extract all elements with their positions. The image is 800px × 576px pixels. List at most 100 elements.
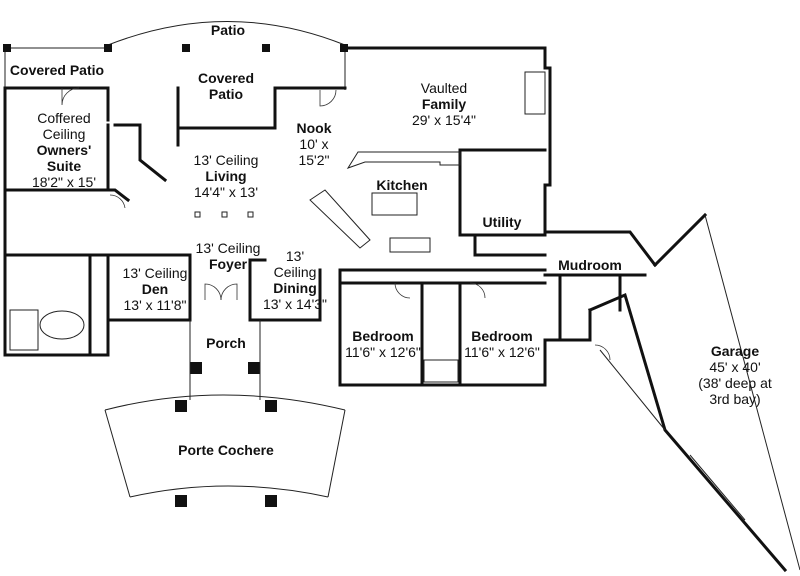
- living-column: [221, 211, 228, 218]
- door-swing: [319, 89, 337, 107]
- door-swing: [469, 282, 486, 299]
- exterior-wall-family: [343, 46, 552, 234]
- interior-wall-owners: [3, 123, 131, 203]
- room-label-porte-cochere: Porte Cochere: [178, 442, 274, 458]
- foyer-ceiling: 13' Ceiling: [195, 240, 261, 256]
- garage-wall-right: [652, 212, 708, 268]
- dining-ceiling-1: 13': [285, 248, 305, 264]
- interior-wall-mudroom: [543, 273, 647, 342]
- room-label-porch: Porch: [206, 335, 246, 351]
- room-label-patio: Patio: [211, 22, 245, 38]
- bedroom-2-size: 11'6" x 12'6": [464, 344, 540, 360]
- room-label-covered-patio-left: Covered Patio: [10, 62, 104, 78]
- column: [104, 44, 112, 52]
- range-counter: [389, 237, 431, 253]
- family-note: Vaulted: [420, 80, 468, 96]
- garage-door-1: [599, 349, 666, 431]
- room-label-living: 13' Ceiling Living 14'4" x 13': [194, 152, 259, 200]
- garage-door-2: [689, 454, 746, 521]
- garage-name: Garage: [710, 343, 760, 359]
- den-name: Den: [141, 281, 169, 297]
- garage-wall-left: [588, 292, 788, 573]
- exterior-wall-bedrooms: [338, 268, 592, 387]
- column: [190, 362, 202, 374]
- living-size: 14'4" x 13': [193, 184, 259, 200]
- interior-wall-utility: [473, 233, 547, 257]
- exterior-wall-patio-front: [176, 86, 347, 130]
- owners-suite-name-2: Suite: [46, 158, 82, 174]
- exterior-wall-dining: [248, 258, 322, 322]
- nook-size-1: 10' x: [299, 136, 329, 152]
- room-label-garage: Garage 45' x 40' (38' deep at 3rd bay): [698, 343, 772, 407]
- room-label-owners-suite: Coffered Ceiling Owners' Suite 18'2" x 1…: [32, 110, 96, 190]
- porte-cochere-arc-top: [104, 394, 346, 411]
- door-swing: [109, 194, 126, 209]
- porte-cochere-arc-bottom: [129, 485, 329, 498]
- door-swing: [394, 282, 411, 299]
- living-column: [247, 211, 254, 218]
- utility-name: Utility: [482, 214, 522, 230]
- bedroom-1-size: 11'6" x 12'6": [345, 344, 421, 360]
- room-label-mudroom: Mudroom: [558, 257, 622, 273]
- nook-name: Nook: [296, 120, 332, 136]
- porch-name: Porch: [206, 335, 246, 351]
- column: [262, 44, 270, 52]
- garage-note-2: 3rd bay): [709, 391, 761, 407]
- room-label-bedroom-2: Bedroom 11'6" x 12'6": [464, 328, 540, 360]
- room-label-family: Vaulted Family 29' x 15'4": [412, 80, 476, 128]
- bathtub: [39, 310, 85, 340]
- door-swing: [204, 283, 222, 301]
- patio-name: Patio: [210, 22, 246, 38]
- porte-cochere-name: Porte Cochere: [178, 442, 274, 458]
- owners-suite-line2: Ceiling: [42, 126, 86, 142]
- living-ceiling: 13' Ceiling: [193, 152, 259, 168]
- garage-size: 45' x 40': [709, 359, 761, 375]
- door-swing: [220, 283, 238, 301]
- column: [265, 400, 277, 412]
- counter-diagonal: [309, 189, 371, 249]
- interior-wall-closet: [113, 123, 168, 183]
- column: [248, 362, 260, 374]
- interior-wall-kitchen: [458, 148, 547, 237]
- exterior-wall-den: [106, 253, 192, 322]
- interior-wall-bedrooms: [338, 281, 547, 387]
- bedroom-1-name: Bedroom: [352, 328, 414, 344]
- column: [340, 44, 348, 52]
- room-label-bedroom-1: Bedroom 11'6" x 12'6": [345, 328, 421, 360]
- covered-patio-left-name: Covered Patio: [9, 62, 105, 78]
- family-name: Family: [421, 96, 467, 112]
- bedroom-2-name: Bedroom: [471, 328, 533, 344]
- living-name: Living: [205, 168, 247, 184]
- interior-wall-bath: [3, 253, 110, 357]
- exterior-wall-kitchen-bottom: [543, 230, 658, 268]
- porte-cochere-side-left: [104, 409, 131, 498]
- patio-arc: [107, 21, 346, 46]
- column: [265, 495, 277, 507]
- covered-patio-center-name-2: Patio: [208, 86, 244, 102]
- porte-cochere-side-right: [327, 409, 346, 498]
- dining-name: Dining: [273, 280, 317, 296]
- room-label-utility: Utility: [483, 214, 522, 230]
- fireplace: [524, 71, 546, 115]
- kitchen-island: [371, 192, 418, 216]
- door-swing: [61, 87, 80, 106]
- room-label-nook: Nook 10' x 15'2": [297, 120, 332, 168]
- family-size: 29' x 15'4": [411, 112, 477, 128]
- nook-size-2: 15'2": [298, 152, 330, 168]
- living-column: [194, 211, 201, 218]
- covered-patio-center-name-1: Covered: [197, 70, 255, 86]
- owners-suite-size: 18'2" x 15': [31, 174, 97, 190]
- room-label-dining: 13' Ceiling Dining 13' x 14'3": [263, 248, 327, 312]
- owners-suite-name-1: Owners': [36, 142, 92, 158]
- exterior-wall-left: [3, 86, 192, 357]
- door-swing: [594, 344, 611, 361]
- column: [182, 44, 190, 52]
- kitchen-counter: [346, 151, 461, 169]
- mudroom-name: Mudroom: [558, 257, 622, 273]
- foyer-name: Foyer: [208, 256, 248, 272]
- dining-ceiling-2: Ceiling: [273, 264, 317, 280]
- garage-note-1: (38' deep at: [698, 375, 772, 391]
- shower: [9, 309, 39, 351]
- room-label-covered-patio-center: Covered Patio: [198, 70, 254, 102]
